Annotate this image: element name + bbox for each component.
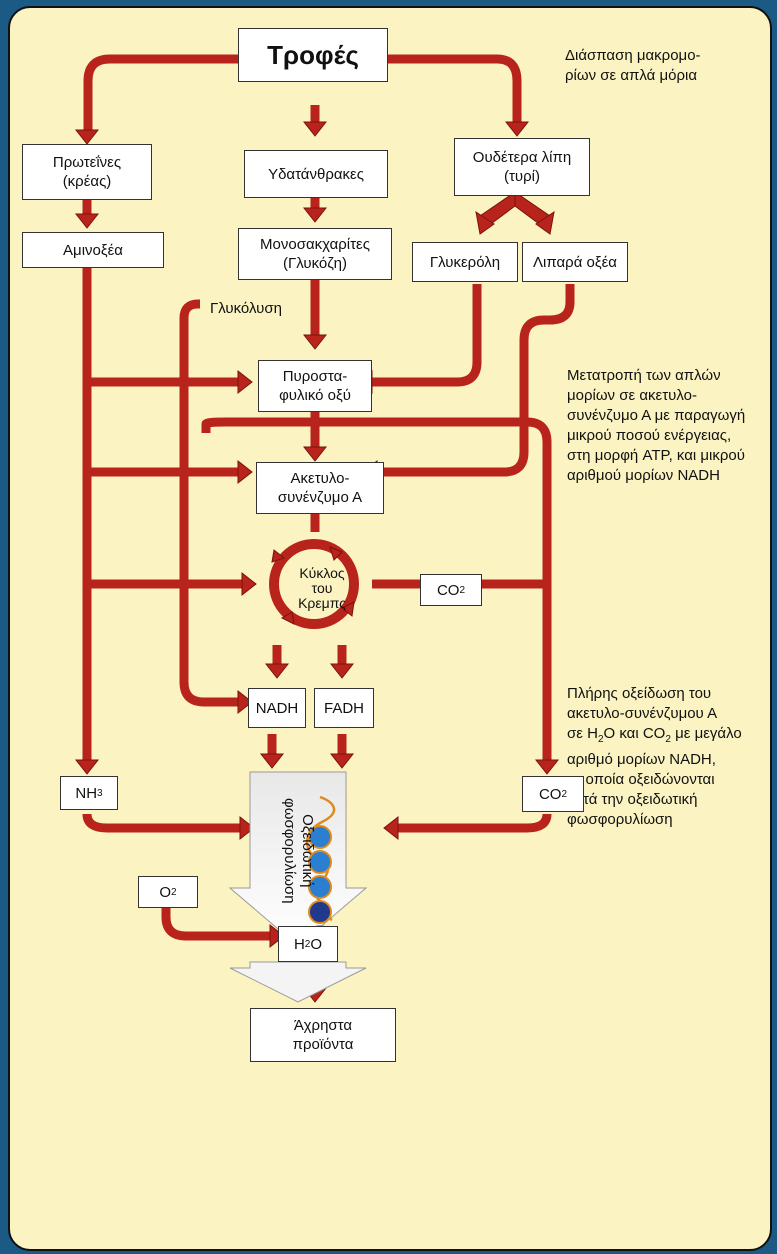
carrier-circle xyxy=(309,901,331,923)
krebs-line: Κρεμπς xyxy=(278,596,366,611)
acetyl-coa-box: Ακετυλο- συνένζυμο Α xyxy=(256,462,384,514)
diagram-panel: Τροφές Διάσπαση μακρομο- ρίων σε απλά μό… xyxy=(8,6,772,1251)
pyruvate-label: Πυροστα- xyxy=(283,367,348,386)
krebs-line: Κύκλος xyxy=(278,566,366,581)
glycolysis-loop-line xyxy=(184,304,238,702)
krebs-line: του xyxy=(278,581,366,596)
note-line: Μετατροπή των απλών xyxy=(567,366,745,386)
fatty-acids-box: Λιπαρά οξέα xyxy=(522,242,628,282)
arrowhead xyxy=(76,760,98,774)
proteins-box: Πρωτεΐνες (κρέας) xyxy=(22,144,152,200)
fats-box: Ουδέτερα λίπη (τυρί) xyxy=(454,138,590,196)
oxphos-line: φωσφορυλίωση xyxy=(280,798,298,904)
waste-products-box: Άχρηστα προϊόντα xyxy=(250,1008,396,1062)
pyruvate-sublabel: φυλικό οξύ xyxy=(279,386,351,405)
nadh-label: NADH xyxy=(256,699,299,718)
note-line: ρίων σε απλά μόρια xyxy=(565,66,701,86)
arrowhead xyxy=(304,447,326,461)
glycerol-label: Γλυκερόλη xyxy=(430,253,500,272)
acetyl-coa-label: Ακετυλο- xyxy=(291,469,350,488)
fadh-box: FADH xyxy=(314,688,374,728)
arrowhead xyxy=(242,573,256,595)
co2-to-waste-line xyxy=(398,814,547,828)
nadh-box: NADH xyxy=(248,688,306,728)
arrowhead xyxy=(304,208,326,222)
note-oxidation: Πλήρης οξείδωση του ακετυλο-συνένζυμου Α… xyxy=(567,684,742,830)
glycolysis-label: Γλυκόλυση xyxy=(210,300,282,317)
note-line: συνένζυμο Α με παραγωγή xyxy=(567,406,745,426)
arrowhead xyxy=(238,371,252,393)
amino-acids-box: Αμινοξέα xyxy=(22,232,164,268)
pyruvate-box: Πυροστα- φυλικό οξύ xyxy=(258,360,372,412)
carbs-box: Υδατάνθρακες xyxy=(244,150,388,198)
monosaccharides-box: Μονοσακχαρίτες (Γλυκόζη) xyxy=(238,228,392,280)
glycerol-to-pyruvate-line xyxy=(372,284,477,382)
arrowhead xyxy=(331,664,353,678)
note-line: μορίων σε ακετυλο- xyxy=(567,386,745,406)
food-title-box: Τροφές xyxy=(238,28,388,82)
note-line: Διάσπαση μακρομο- xyxy=(565,46,701,66)
fadh-label: FADH xyxy=(324,699,364,718)
note-line: αριθμό μορίων NADH, xyxy=(567,750,742,770)
food-to-proteins-line xyxy=(88,59,240,130)
glycerol-box: Γλυκερόλη xyxy=(412,242,518,282)
arrowhead xyxy=(266,664,288,678)
waste-label: Άχρηστα xyxy=(294,1016,352,1035)
note-line: Πλήρης οξείδωση του xyxy=(567,684,742,704)
fats-sublabel: (τυρί) xyxy=(504,167,540,186)
monosaccharides-label: Μονοσακχαρίτες xyxy=(260,235,370,254)
note-line: αριθμού μορίων NADH xyxy=(567,466,745,486)
waste-sublabel: προϊόντα xyxy=(293,1035,354,1054)
oxphos-line: Οξειδωτική xyxy=(298,798,316,904)
carbs-label: Υδατάνθρακες xyxy=(268,165,364,184)
arrowhead xyxy=(238,461,252,483)
acetyl-coa-sublabel: συνένζυμο Α xyxy=(278,488,362,507)
food-title: Τροφές xyxy=(267,46,359,65)
proteins-sublabel: (κρέας) xyxy=(63,172,112,191)
food-to-fats-line xyxy=(386,59,517,122)
arrowhead xyxy=(331,754,353,768)
nh3-box: NH3 xyxy=(60,776,118,810)
oxphos-label: Οξειδωτική φωσφορυλίωση xyxy=(280,798,316,904)
arrowhead xyxy=(76,214,98,228)
note-line: φωσφορυλίωση xyxy=(567,810,742,830)
arrowhead xyxy=(506,122,528,136)
krebs-cycle-label: Κύκλος του Κρεμπς xyxy=(278,566,366,611)
monosaccharides-sublabel: (Γλυκόζη) xyxy=(283,254,347,273)
fatty-acids-label: Λιπαρά οξέα xyxy=(533,253,617,272)
arrowhead xyxy=(304,335,326,349)
amino-acids-label: Αμινοξέα xyxy=(63,241,123,260)
note-line: ακετυλο-συνένζυμου Α xyxy=(567,704,742,724)
note-conversion: Μετατροπή των απλών μορίων σε ακετυλο- σ… xyxy=(567,366,745,486)
proteins-label: Πρωτεΐνες xyxy=(53,153,121,172)
note-line: στη μορφή ATP, και μικρού xyxy=(567,446,745,466)
note-line: μικρού ποσού ενέργειας, xyxy=(567,426,745,446)
note-breakdown: Διάσπαση μακρομο- ρίων σε απλά μόρια xyxy=(565,46,701,86)
o2-to-h2o-line xyxy=(166,908,270,936)
fats-label: Ουδέτερα λίπη xyxy=(473,148,571,167)
arrowhead xyxy=(384,817,398,839)
note-line: σε H2O και CO2 με μεγάλο xyxy=(567,724,742,750)
fats-fork xyxy=(476,192,554,234)
note-line: κατά την οξειδωτική xyxy=(567,790,742,810)
arrowhead xyxy=(261,754,283,768)
note-line: τα οποία οξειδώνονται xyxy=(567,770,742,790)
arrowhead xyxy=(536,760,558,774)
arrowhead xyxy=(304,122,326,136)
nh3-to-waste-line xyxy=(87,814,240,828)
arrowhead xyxy=(76,130,98,144)
